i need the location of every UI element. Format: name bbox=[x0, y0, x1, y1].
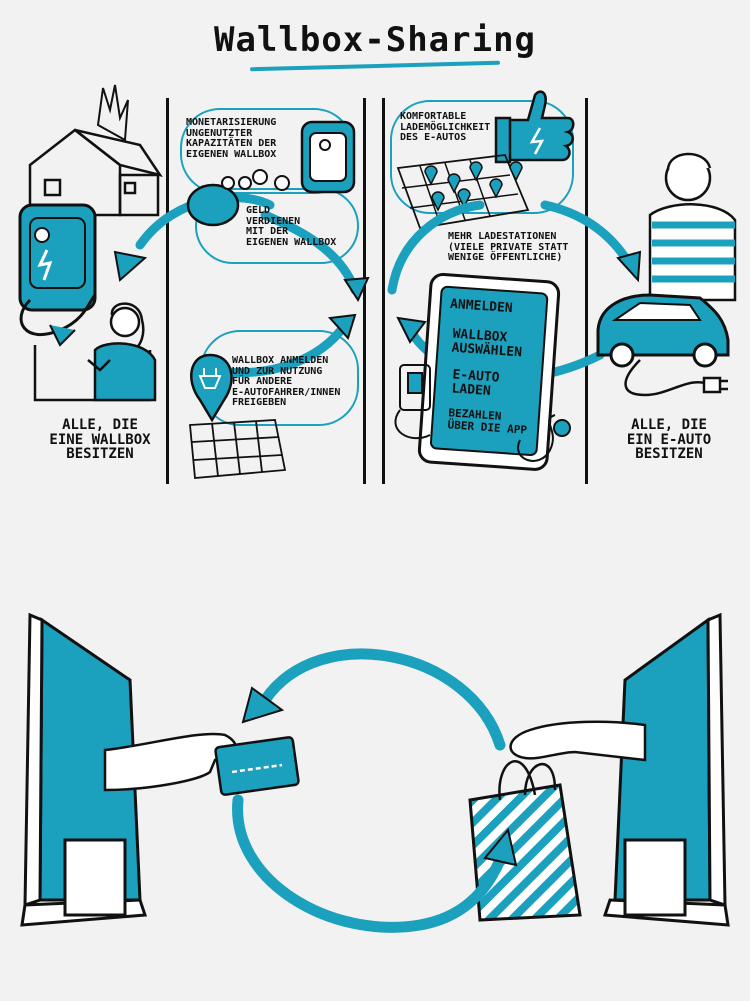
coin-icon bbox=[252, 169, 290, 191]
monetize-text: Monetarisierung ungenutzter Kapazitäten … bbox=[186, 117, 277, 160]
wallbox-owner-label: Alle, die eine Wallbox besitzen bbox=[49, 417, 151, 463]
map-pin-icon bbox=[190, 353, 233, 423]
monitor-right-icon bbox=[602, 612, 730, 927]
ev-owner-label: Alle, die ein E-Auto besitzen bbox=[626, 417, 712, 463]
phone-step-pay: Bezahlen über die App bbox=[447, 406, 528, 437]
map-grid-left-icon bbox=[189, 419, 287, 479]
shopping-bag-icon bbox=[468, 760, 582, 922]
panel-wallbox-owner bbox=[166, 98, 366, 484]
cycle-arrow-icon bbox=[232, 648, 518, 933]
phone-icon bbox=[417, 273, 561, 471]
plug-icon bbox=[624, 359, 728, 397]
page-title: Wallbox-Sharing bbox=[213, 20, 537, 60]
woman-icon bbox=[33, 302, 157, 402]
phone-step-select: Wallbox auswählen bbox=[451, 326, 523, 361]
monitor-left-icon bbox=[20, 612, 148, 927]
thumbs-up-icon bbox=[494, 90, 575, 164]
electric-car-icon bbox=[596, 293, 730, 368]
wallbox-icon bbox=[18, 203, 97, 347]
register-wallbox-text: Wallbox anmelden und zur Nutzung für and… bbox=[232, 355, 341, 408]
credit-card-icon bbox=[214, 736, 300, 796]
piggy-bank-icon bbox=[186, 176, 252, 227]
cloud-comfort bbox=[390, 100, 574, 214]
wallbox-small-icon bbox=[300, 120, 356, 194]
man-icon bbox=[648, 152, 737, 302]
phone-step-charge: E-Auto laden bbox=[451, 367, 500, 399]
panel-ev-owner bbox=[382, 98, 588, 484]
comfort-text: Komfortable Lademöglichkeit des E-Autos bbox=[400, 111, 491, 143]
house-icon bbox=[28, 84, 163, 217]
earn-money-text: Geld verdienen mit der eigenen Wallbox bbox=[246, 205, 337, 248]
more-stations-text: Mehr Ladestationen (viele private statt … bbox=[448, 231, 569, 263]
map-grid-icon bbox=[396, 154, 530, 230]
hand-right-icon bbox=[509, 720, 647, 762]
plug-socket-icon bbox=[394, 364, 571, 462]
